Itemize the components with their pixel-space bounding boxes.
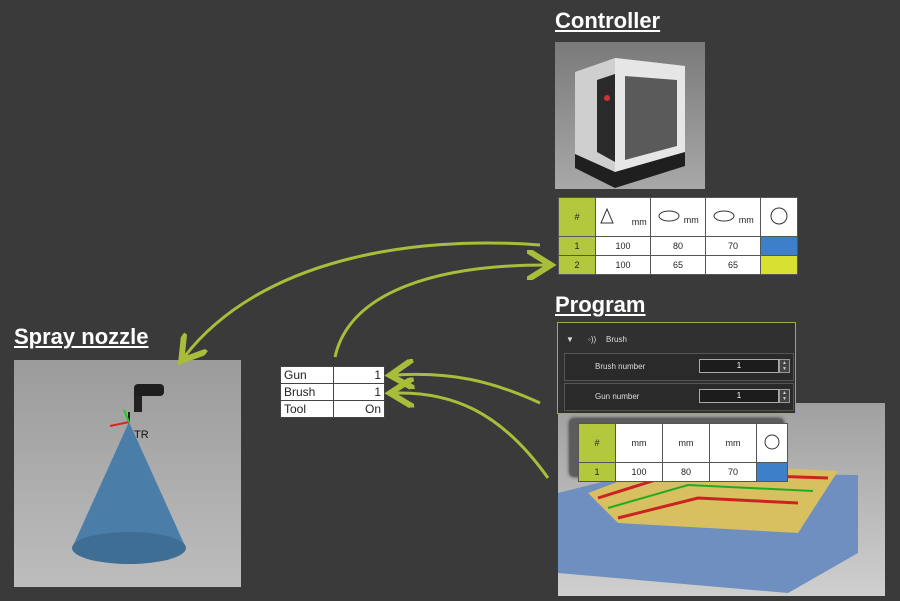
color-swatch <box>760 255 798 275</box>
color-header <box>760 197 798 237</box>
palette-icon <box>770 207 788 225</box>
cell-value: 70 <box>705 236 761 256</box>
arrow-program-brush-to-table <box>396 374 541 405</box>
controller-image <box>555 42 705 189</box>
table-header-row: # mm mm mm <box>558 197 798 237</box>
height-header: mm <box>705 197 761 237</box>
table-header-row: # mm mm mm <box>578 423 788 463</box>
arrow-controller-to-nozzle <box>185 241 541 356</box>
brush-index-header: # <box>578 423 616 463</box>
ellipse-height-icon <box>713 210 735 222</box>
spray-nozzle-heading: Spray nozzle <box>14 324 149 349</box>
cell-value: 80 <box>662 462 710 482</box>
table-row: Brush 1 <box>280 383 385 401</box>
brush-number-row: Brush number 1 ▲▼ <box>564 353 794 381</box>
brush-number-label: Brush number <box>595 362 646 371</box>
tool-value: On <box>333 400 385 418</box>
gun-number-input[interactable]: 1 <box>699 389 779 403</box>
gun-number-label: Gun number <box>595 392 640 401</box>
gun-number-stepper[interactable]: ▲▼ <box>779 389 790 403</box>
cell-value: 65 <box>705 255 761 275</box>
program-brush-table: # mm mm mm 1 100 80 70 <box>578 423 788 482</box>
tr-label: TR <box>134 429 149 441</box>
width-header: mm <box>662 423 710 463</box>
arrow-table-to-controller <box>333 265 545 358</box>
arrow-program-gun-to-table <box>396 393 550 479</box>
program-heading: Program <box>555 292 646 317</box>
spray-nozzle-image: TR <box>14 360 241 587</box>
table-row: Gun 1 <box>280 366 385 384</box>
spray-angle-icon <box>600 207 614 224</box>
cell-value: 100 <box>615 462 663 482</box>
brush-index-header: # <box>558 197 596 237</box>
color-header <box>756 423 788 463</box>
row-index: 2 <box>558 255 596 275</box>
cell-value: 80 <box>650 236 706 256</box>
program-settings-panel: ▼ ◦)) Brush Brush number 1 ▲▼ Gun number… <box>557 322 796 414</box>
brush-number-input[interactable]: 1 <box>699 359 779 373</box>
table-row[interactable]: 1 100 80 70 <box>558 236 798 256</box>
gun-brush-tool-table: Gun 1 Brush 1 Tool On <box>280 366 385 418</box>
row-index: 1 <box>578 462 616 482</box>
brush-section-label: Brush <box>606 335 627 344</box>
controller-brush-table: # mm mm mm 1 100 80 70 2 100 65 65 <box>558 197 798 275</box>
controller-cabinet-illustration <box>575 58 685 188</box>
gun-label: Gun <box>280 366 334 384</box>
width-header: mm <box>650 197 706 237</box>
brush-section-icon: ◦)) <box>588 335 597 344</box>
palette-icon <box>764 434 780 450</box>
table-row[interactable]: 1 100 80 70 <box>578 462 788 482</box>
table-row: Tool On <box>280 400 385 418</box>
controller-heading: Controller <box>555 8 661 33</box>
table-row[interactable]: 2 100 65 65 <box>558 255 798 275</box>
ellipse-width-icon <box>658 210 680 222</box>
cell-value: 70 <box>709 462 757 482</box>
collapse-arrow-icon[interactable]: ▼ <box>566 335 574 344</box>
brush-number-stepper[interactable]: ▲▼ <box>779 359 790 373</box>
cell-value: 100 <box>595 255 651 275</box>
spray-cone-illustration: TR <box>72 384 186 564</box>
cell-value: 65 <box>650 255 706 275</box>
gun-number-row: Gun number 1 ▲▼ <box>564 383 794 411</box>
color-swatch <box>756 462 788 482</box>
